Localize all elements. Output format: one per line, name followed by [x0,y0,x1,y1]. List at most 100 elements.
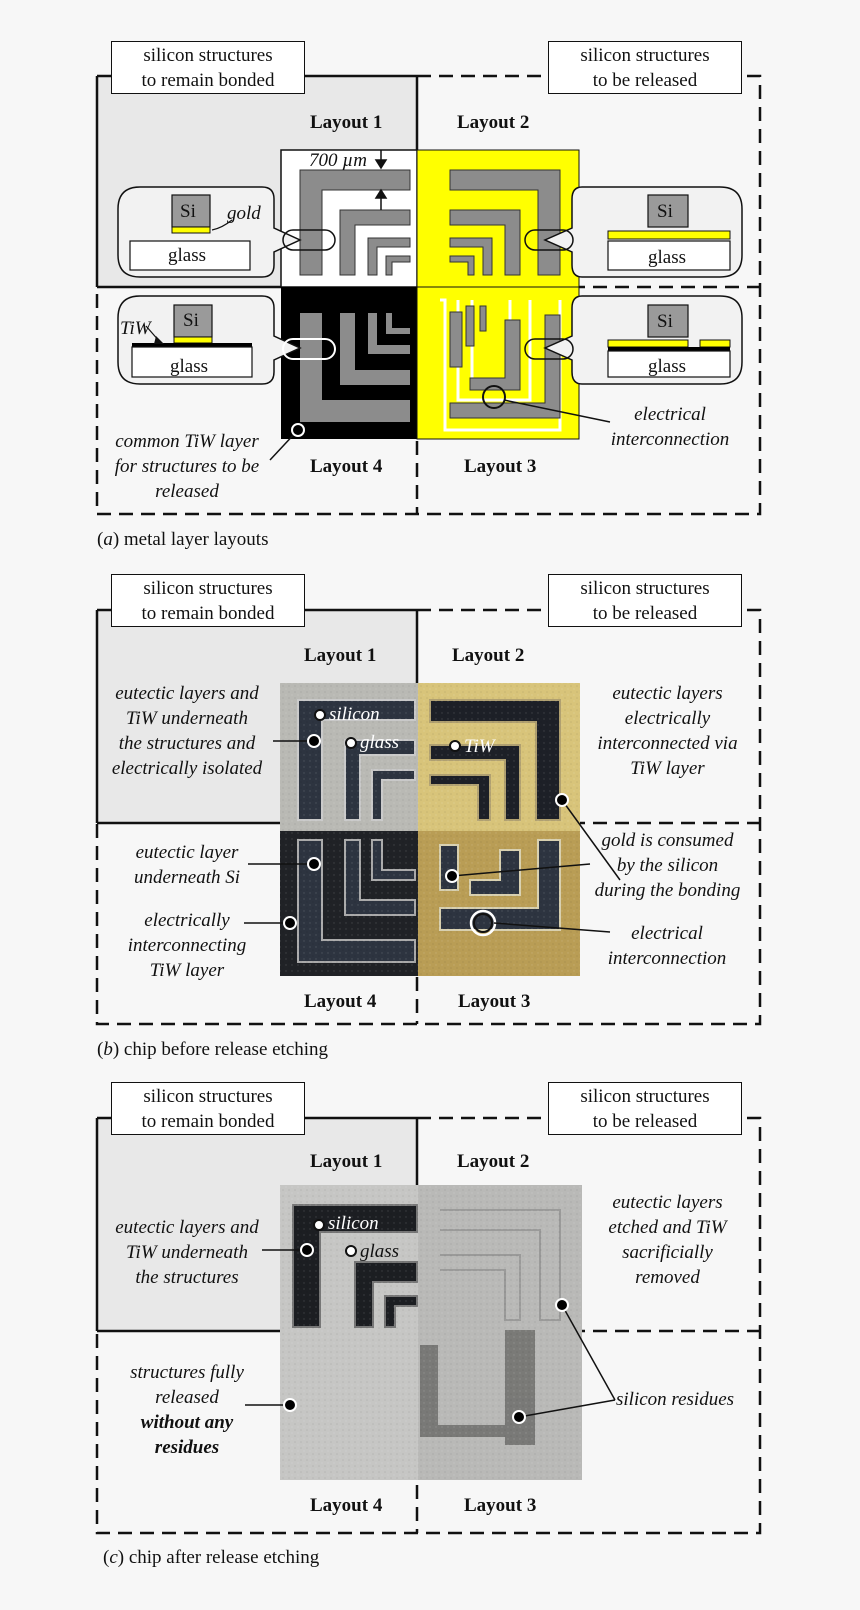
note-line: interconnected via [597,733,738,754]
panel-c [95,1116,762,1535]
inset-si-label: Si [657,201,673,222]
note-interconnected: eutectic layers electrically interconnec… [585,681,750,781]
note-line: eutectic layers and [115,683,259,704]
caption-c: (c) chip after release etching [103,1547,320,1568]
micrograph-after-release [280,1185,582,1480]
note-line: etched and TiW [608,1217,727,1238]
inset-bonded-gold [117,186,336,278]
note-isolated: eutectic layers and TiW underneath the s… [97,681,277,781]
leaders-c [245,1249,616,1418]
note-etched: eutectic layers etched and TiW sacrifici… [585,1190,750,1290]
layout-1-label-c: Layout 1 [310,1151,383,1172]
note-eutectic-c: eutectic layers and TiW underneath the s… [97,1215,277,1290]
note-line: during the bonding [594,880,741,901]
note-line: structures fully [130,1362,244,1383]
caption-a: (a) metal layer layouts [97,529,269,550]
layout-3-label-a: Layout 3 [464,456,537,477]
layout-1-structures [299,169,411,276]
inset-glass-label: glass [168,245,206,266]
box-line: to be released [592,1111,698,1132]
box-line: to remain bonded [141,603,275,624]
note-line: eutectic layers [612,683,723,704]
box-line: silicon structures [143,1086,273,1107]
note-interconnection-b: electrical interconnection [592,921,742,971]
note-line: released [155,481,219,502]
markers-c [313,1219,357,1257]
layout-3-structures [440,298,562,432]
note-line: electrical [634,404,706,425]
layout-4-label-c: Layout 4 [310,1495,383,1516]
layout-4-label-b: Layout 4 [304,991,377,1012]
layout-2-structures [449,169,561,276]
tag-silicon-b: silicon [329,704,380,725]
note-line: TiW underneath [126,708,248,729]
tag-glass-c: glass [360,1241,400,1262]
leaders-b [244,740,621,933]
layout-3-label-b: Layout 3 [458,991,531,1012]
box-line: to remain bonded [141,70,275,91]
note-common-tiw: common TiW layer for structures to be re… [97,429,277,504]
note-line-bold: residues [154,1437,220,1458]
note-line: TiW layer [149,960,225,981]
caption-letter: a [103,529,113,550]
box-line: silicon structures [143,45,273,66]
note-line: sacrificially [622,1242,713,1263]
note-line: electrically isolated [111,758,263,779]
caption-text: metal layer layouts [119,529,269,550]
panel-a [95,74,762,516]
note-silicon-residues: silicon residues [616,1389,735,1410]
note-line: released [155,1387,219,1408]
inset-si-label: Si [183,310,199,331]
layout-1-label-b: Layout 1 [304,645,377,666]
note-line: interconnecting [127,935,247,956]
inset-released-tiw [524,295,743,385]
note-line: electrically [624,708,711,729]
box-line: silicon structures [580,1086,710,1107]
layout-2-label-a: Layout 2 [457,112,530,133]
note-released: structures fully released without any re… [97,1360,277,1460]
layout-1-label-a: Layout 1 [310,112,383,133]
note-line: interconnection [610,429,730,450]
note-line: common TiW layer [115,431,259,452]
layout-4-label-a: Layout 4 [310,456,383,477]
box-line: silicon structures [580,578,710,599]
caption-letter: c [109,1547,118,1568]
tag-tiw-b: TiW [464,736,495,757]
tag-silicon-c: silicon [328,1213,379,1234]
layout-3-label-c: Layout 3 [464,1495,537,1516]
caption-b: (b) chip before release etching [97,1039,329,1060]
note-tiw-layer: electrically interconnecting TiW layer [97,908,277,983]
label-box-released-a: silicon structures to be released [548,41,742,94]
note-line: electrical [631,923,703,944]
box-line: to remain bonded [141,1111,275,1132]
note-line: for structures to be [114,456,260,477]
note-line: TiW underneath [126,1242,248,1263]
label-box-bonded-a: silicon structures to remain bonded [111,41,305,94]
note-line: eutectic layers and [115,1217,259,1238]
panel-b [95,608,762,1026]
note-under-si: eutectic layer underneath Si [97,840,277,890]
label-box-released-b: silicon structures to be released [548,574,742,627]
box-line: to be released [592,603,698,624]
layout-2-label-c: Layout 2 [457,1151,530,1172]
note-line-bold: without any [140,1412,234,1433]
note-line: the structures [135,1267,239,1288]
inset-si-label: Si [180,201,196,222]
note-line: gold is consumed [601,830,734,851]
layout-4-structures [300,313,410,422]
label-box-released-c: silicon structures to be released [548,1082,742,1135]
inset-released-gold [524,186,743,278]
box-line: silicon structures [580,45,710,66]
inset-glass-label: glass [648,356,686,377]
note-interconnection-a: electrical interconnection [595,402,745,452]
layout-2-label-b: Layout 2 [452,645,525,666]
note-line: by the silicon [616,855,719,876]
markers-b [314,709,497,937]
note-line: TiW layer [630,758,705,779]
tag-glass-b: glass [360,732,400,753]
note-line: underneath Si [133,867,241,888]
label-box-bonded-b: silicon structures to remain bonded [111,574,305,627]
inset-si-label: Si [657,311,673,332]
caption-text: chip before release etching [119,1039,329,1060]
